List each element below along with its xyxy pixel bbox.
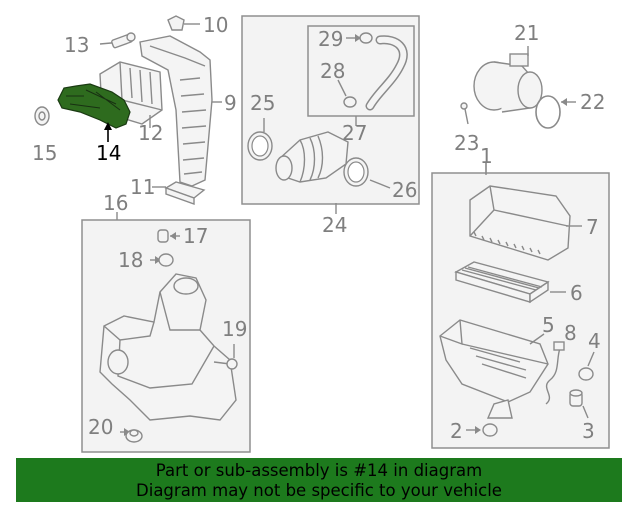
callout-10[interactable]: 10 [203, 13, 228, 37]
part-21-air-flow-sensor[interactable] [473, 46, 543, 113]
callout-23[interactable]: 23 [454, 131, 479, 155]
callout-25[interactable]: 25 [250, 91, 275, 115]
callout-4[interactable]: 4 [588, 329, 601, 353]
part-6-air-filter[interactable] [454, 261, 566, 304]
callout-29[interactable]: 29 [318, 27, 343, 51]
callout-6[interactable]: 6 [570, 281, 583, 305]
callout-28[interactable]: 28 [320, 59, 345, 83]
part-24-intake-hose[interactable] [275, 131, 349, 214]
callout-9[interactable]: 9 [224, 91, 237, 115]
part-26-clamp-ring[interactable] [343, 157, 391, 189]
part-25-clamp-ring[interactable] [247, 118, 273, 161]
part-20-grommet[interactable] [120, 428, 143, 443]
part-17-cap[interactable] [157, 229, 180, 243]
part-29-clamp[interactable] [346, 32, 373, 44]
callout-14-highlighted[interactable]: 14 [96, 141, 121, 165]
callout-17[interactable]: 17 [183, 224, 208, 248]
banner-line-1: Part or sub-assembly is #14 in diagram [155, 461, 483, 480]
part-18-grommet[interactable] [150, 253, 174, 267]
callout-18[interactable]: 18 [118, 248, 143, 272]
banner-line-2: Diagram may not be specific to your vehi… [136, 481, 502, 500]
part-11-pad[interactable] [152, 181, 206, 205]
callout-1[interactable]: 1 [480, 144, 493, 168]
callout-16[interactable]: 16 [103, 191, 128, 215]
part-15-grommet[interactable] [34, 106, 50, 126]
callout-24[interactable]: 24 [322, 213, 347, 237]
callout-2[interactable]: 2 [450, 419, 463, 443]
part-10-clip[interactable] [167, 15, 200, 31]
callout-27[interactable]: 27 [342, 121, 367, 145]
part-27-hose[interactable] [355, 35, 408, 126]
callout-15[interactable]: 15 [32, 141, 57, 165]
callout-21[interactable]: 21 [514, 21, 539, 45]
callout-11[interactable]: 11 [130, 175, 155, 199]
part-14-highlighted[interactable] [57, 83, 131, 142]
callout-12[interactable]: 12 [138, 121, 163, 145]
part-16-intake-resonator[interactable] [99, 212, 237, 421]
part-5-filter-housing[interactable] [439, 319, 549, 419]
parts-diagram: 1 2 3 4 5 6 7 8 9 10 11 12 13 14 15 16 1… [32, 13, 610, 453]
callout-13[interactable]: 13 [64, 33, 89, 57]
callout-19[interactable]: 19 [222, 317, 247, 341]
callout-22[interactable]: 22 [580, 90, 605, 114]
callout-8[interactable]: 8 [564, 321, 577, 345]
callout-5[interactable]: 5 [542, 313, 555, 337]
part-8-harness[interactable] [545, 341, 565, 405]
callout-20[interactable]: 20 [88, 415, 113, 439]
part-2-grommet[interactable] [466, 423, 498, 437]
info-banner: Part or sub-assembly is #14 in diagram D… [16, 458, 622, 502]
callout-7[interactable]: 7 [586, 215, 599, 239]
part-19-bolt[interactable] [213, 344, 238, 370]
callout-3[interactable]: 3 [582, 419, 595, 443]
callout-26[interactable]: 26 [392, 178, 417, 202]
part-3-insulator[interactable] [569, 389, 589, 419]
part-28-clamp[interactable] [337, 79, 357, 108]
part-4-grommet[interactable] [578, 351, 595, 381]
part-9-air-duct[interactable] [139, 35, 222, 187]
part-7-filter-cover[interactable] [469, 185, 582, 261]
part-13-bolt[interactable] [99, 32, 136, 49]
part-22-o-ring[interactable] [535, 95, 576, 129]
